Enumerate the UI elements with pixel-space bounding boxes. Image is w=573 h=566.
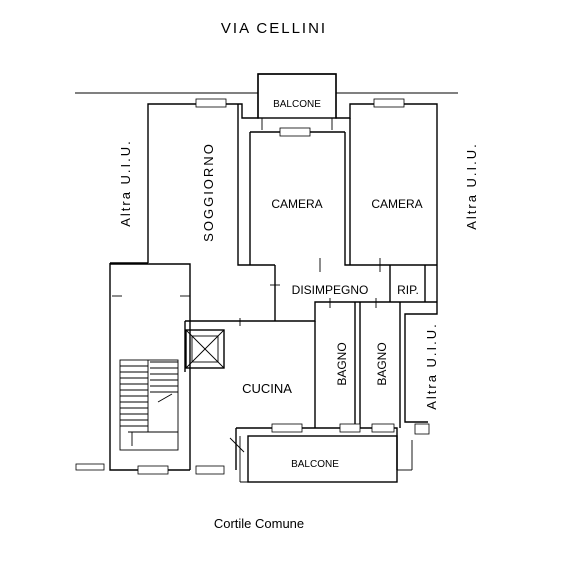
stairwell xyxy=(119,359,179,451)
windows xyxy=(75,98,430,475)
balcone-top-label: BALCONE xyxy=(273,99,321,110)
camera-right-label: CAMERA xyxy=(371,197,422,211)
balcone-top-structure xyxy=(257,73,337,130)
bagno-left-label: BAGNO xyxy=(335,342,349,385)
bagno-right-label: BAGNO xyxy=(375,342,389,385)
doors xyxy=(112,258,381,453)
neighbor-right-bottom-label: Altra U.I.U. xyxy=(424,322,439,410)
interior-walls xyxy=(184,104,437,428)
balcone-bottom-structure xyxy=(239,435,413,483)
elevator-shaft xyxy=(185,329,225,369)
balcone-bottom-label: BALCONE xyxy=(291,459,339,470)
street-name: VIA CELLINI xyxy=(221,20,327,37)
neighbor-left-label: Altra U.I.U. xyxy=(118,139,133,227)
courtyard-label: Cortile Comune xyxy=(214,516,304,531)
cucina-label: CUCINA xyxy=(242,381,292,396)
disimpegno-label: DISIMPEGNO xyxy=(292,283,369,297)
soggiorno-label: SOGGIORNO xyxy=(201,142,216,242)
neighbor-right-top-label: Altra U.I.U. xyxy=(464,142,479,230)
ripostiglio-label: RIP. xyxy=(397,283,419,297)
outer-walls xyxy=(109,73,438,471)
camera-left-label: CAMERA xyxy=(271,197,322,211)
